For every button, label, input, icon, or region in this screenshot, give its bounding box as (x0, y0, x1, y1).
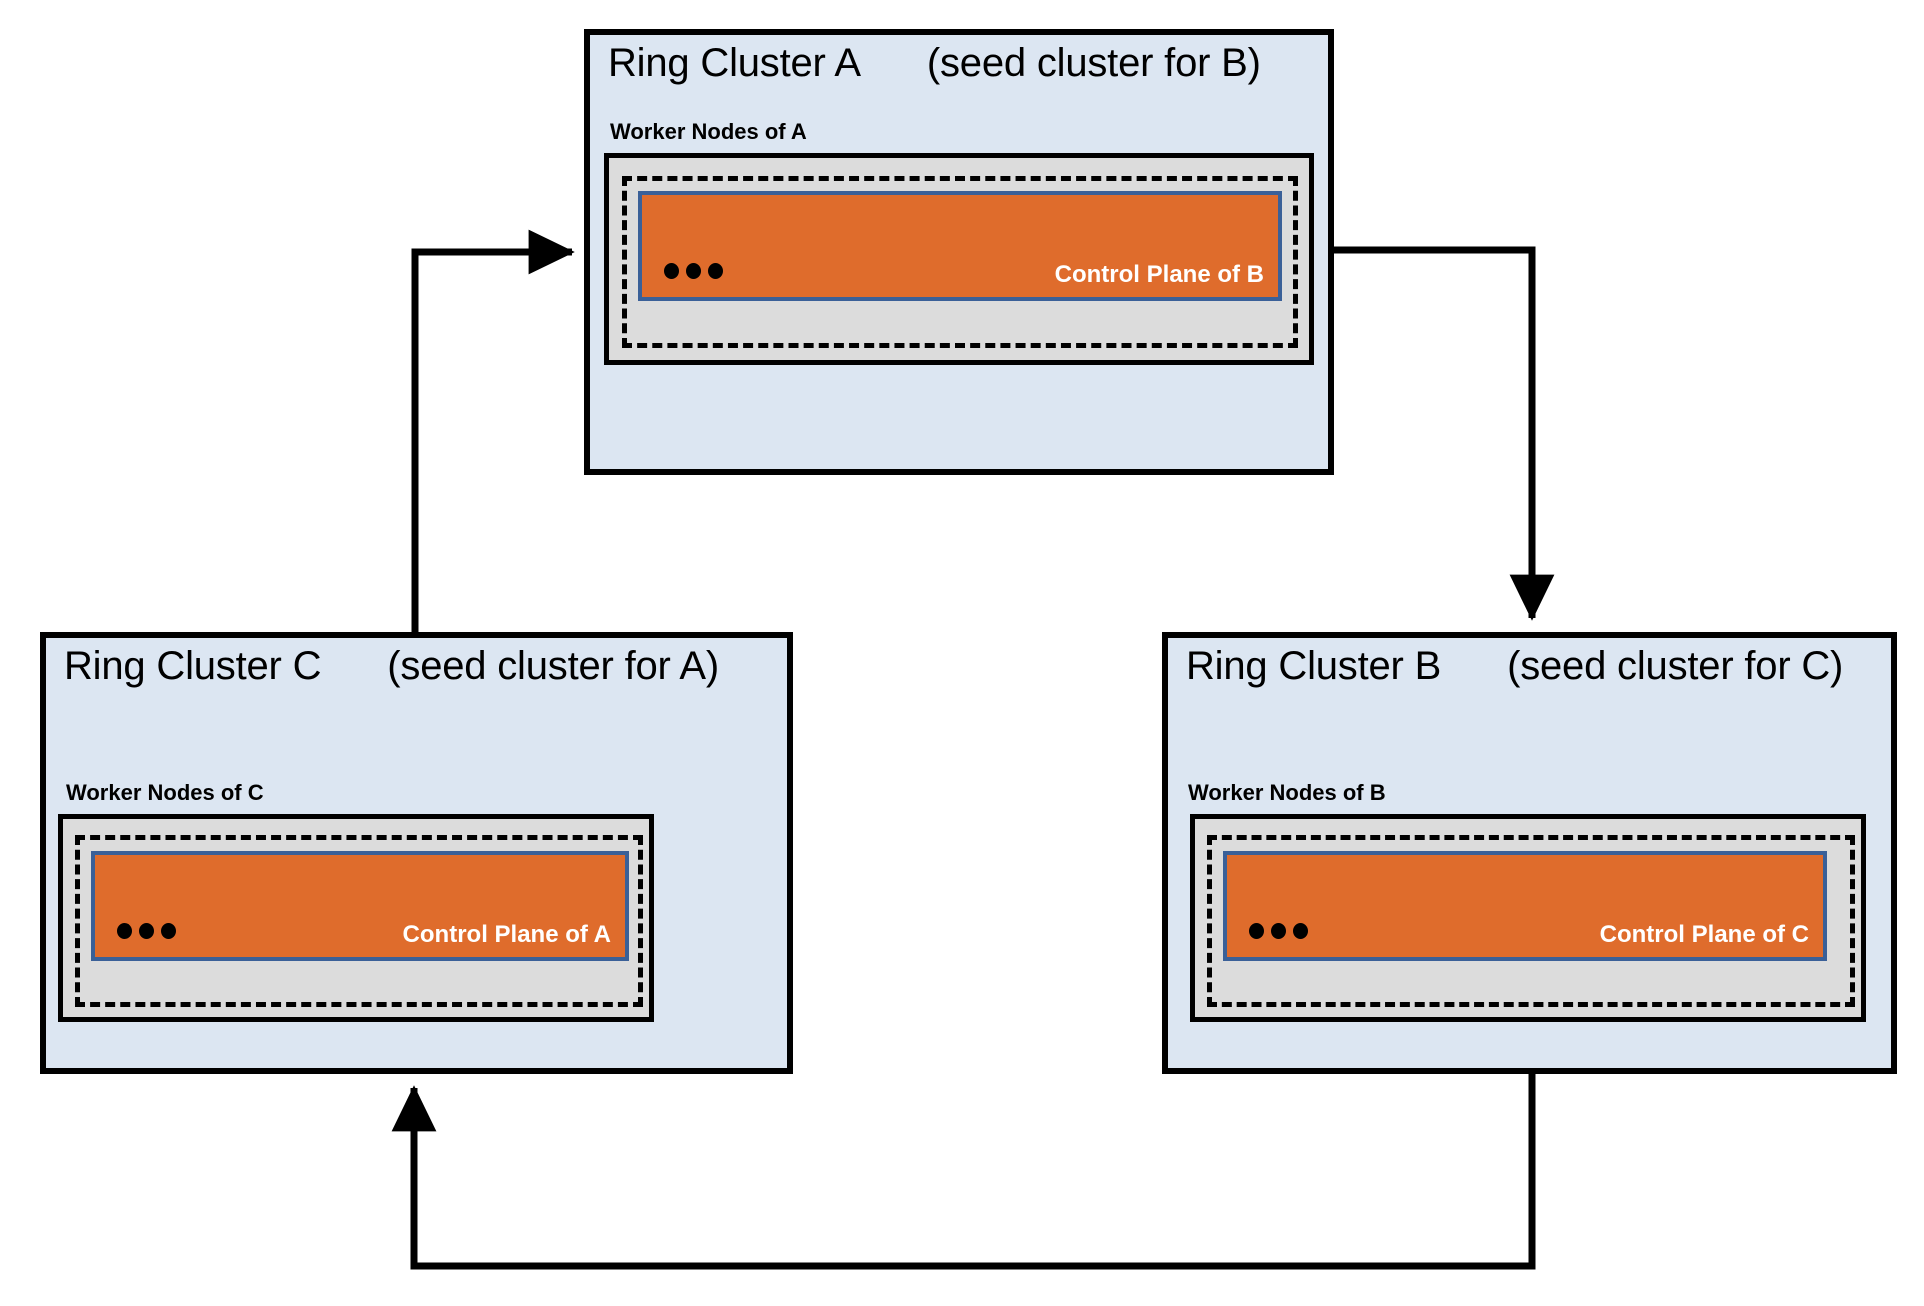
ellipsis-dots-b (1249, 923, 1308, 939)
control-plane-box-b[interactable]: Control Plane of B (638, 191, 1282, 301)
cluster-title-a: Ring Cluster A (seed cluster for B) (608, 41, 1261, 86)
cluster-box-c[interactable]: Ring Cluster C (seed cluster for A) Worke… (40, 632, 793, 1074)
worker-nodes-label-b: Worker Nodes of B (1188, 780, 1386, 805)
cluster-name-a: Ring Cluster A (608, 41, 861, 85)
worker-nodes-box-a[interactable]: Control Plane of B (604, 153, 1314, 365)
worker-nodes-box-b[interactable]: Control Plane of C (1190, 814, 1866, 1022)
control-plane-label-b: Control Plane of B (1054, 261, 1264, 288)
node-dashed-box-b (1207, 835, 1855, 1007)
cluster-title-c: Ring Cluster C (seed cluster for A) (64, 644, 719, 689)
cluster-box-a[interactable]: Ring Cluster A (seed cluster for B) Worke… (584, 29, 1334, 475)
worker-nodes-label-c: Worker Nodes of C (66, 780, 264, 805)
arrow-b-to-c (391, 1074, 1536, 1270)
cluster-name-b: Ring Cluster B (1186, 644, 1442, 688)
cluster-seed-note-b: (seed cluster for C) (1507, 644, 1844, 688)
ellipsis-dots-a (664, 263, 723, 279)
node-dashed-box-a (622, 176, 1298, 348)
node-dashed-box-c (75, 835, 643, 1007)
cluster-title-b: Ring Cluster B (seed cluster for C) (1186, 644, 1843, 689)
control-plane-label-a: Control Plane of A (402, 921, 611, 948)
arrow-a-to-b (1334, 246, 1555, 621)
arrow-c-to-a (411, 229, 575, 638)
cluster-name-c: Ring Cluster C (64, 644, 322, 688)
cluster-seed-note-c: (seed cluster for A) (387, 644, 719, 688)
control-plane-box-c[interactable]: Control Plane of C (1223, 851, 1827, 961)
worker-nodes-box-c[interactable]: Control Plane of A (58, 814, 654, 1022)
cluster-seed-note-a: (seed cluster for B) (926, 41, 1261, 85)
worker-nodes-label-a: Worker Nodes of A (610, 119, 807, 144)
cluster-box-b[interactable]: Ring Cluster B (seed cluster for C) Worke… (1162, 632, 1897, 1074)
control-plane-box-a[interactable]: Control Plane of A (91, 851, 629, 961)
control-plane-label-c: Control Plane of C (1599, 921, 1809, 948)
ellipsis-dots-c (117, 923, 176, 939)
